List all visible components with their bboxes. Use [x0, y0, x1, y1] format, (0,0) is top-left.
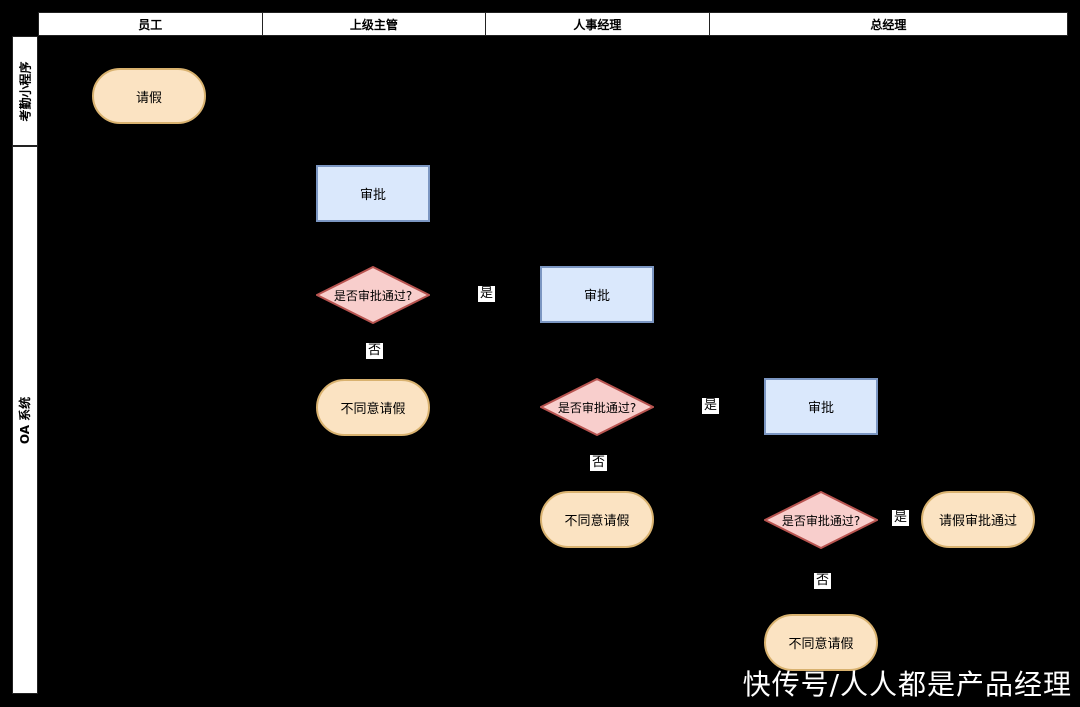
pool-label: 考勤小程序	[18, 60, 33, 122]
node-label: 审批	[583, 289, 610, 304]
node-label: 不同意请假	[340, 402, 406, 417]
edge-label-no: 否	[366, 343, 384, 359]
node-label: 审批	[807, 401, 834, 416]
node-gm-approve[interactable]: 审批	[764, 378, 878, 435]
decision-diamond	[540, 378, 654, 436]
node-manager-decision[interactable]: 是否审批通过?	[316, 266, 430, 324]
node-label: 请假	[135, 90, 162, 106]
edge-label-no: 否	[814, 573, 832, 589]
node-label: 不同意请假	[788, 637, 854, 652]
node-hr-approve[interactable]: 审批	[540, 266, 654, 323]
pool-attendance-app: 考勤小程序	[12, 36, 38, 146]
edge-label-yes: 是	[892, 510, 910, 526]
node-label: 请假审批通过	[938, 514, 1017, 529]
node-approved[interactable]: 请假审批通过	[921, 491, 1035, 548]
node-manager-approve[interactable]: 审批	[316, 165, 430, 222]
edge-label-yes: 是	[478, 286, 496, 302]
node-manager-reject[interactable]: 不同意请假	[316, 379, 430, 436]
edge-label-yes: 是	[702, 398, 720, 414]
decision-diamond	[764, 491, 878, 549]
lane-supervisor: 上级主管	[263, 13, 487, 35]
watermark: 快传号/人人都是产品经理	[742, 668, 1072, 701]
node-gm-reject[interactable]: 不同意请假	[764, 614, 878, 671]
pool-label: OA 系统	[18, 396, 33, 444]
node-label: 是否审批通过?	[781, 513, 861, 528]
swimlane-header: 员工 上级主管 人事经理 总经理	[38, 12, 1068, 36]
node-label: 审批	[359, 188, 386, 203]
node-hr-reject[interactable]: 不同意请假	[540, 491, 654, 548]
node-label: 不同意请假	[564, 514, 630, 529]
node-leave-request[interactable]: 请假	[92, 68, 206, 124]
lane-employee: 员工	[39, 13, 263, 35]
edge-label-no: 否	[590, 455, 608, 471]
node-label: 是否审批通过?	[333, 288, 413, 303]
node-hr-decision[interactable]: 是否审批通过?	[540, 378, 654, 436]
node-gm-decision[interactable]: 是否审批通过?	[764, 491, 878, 549]
lane-general-manager: 总经理	[870, 17, 907, 32]
lane-hr-manager: 人事经理	[486, 13, 710, 35]
node-label: 是否审批通过?	[557, 400, 637, 415]
pool-oa-system: OA 系统	[12, 146, 38, 694]
decision-diamond	[316, 266, 430, 324]
